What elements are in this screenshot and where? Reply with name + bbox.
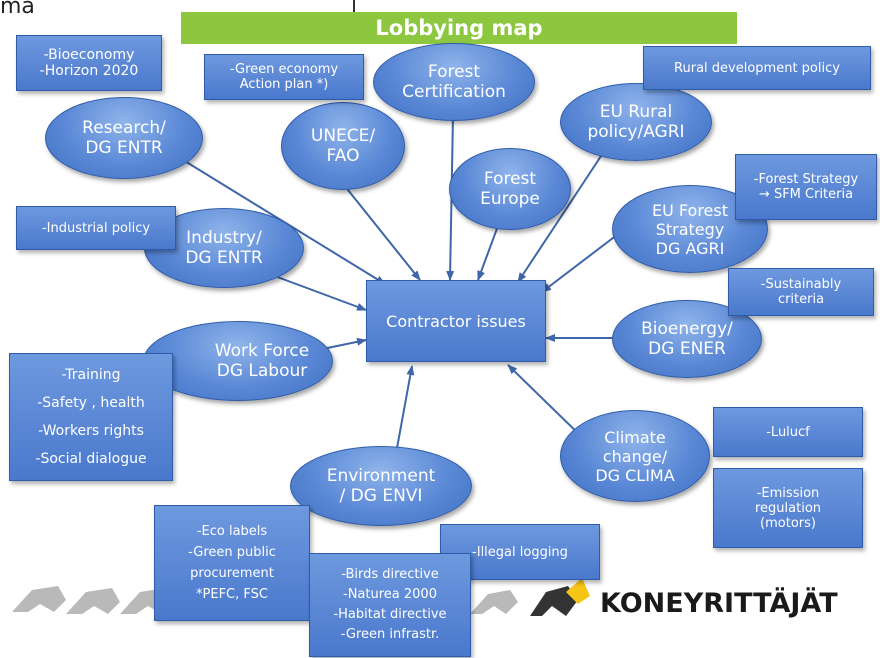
box-line: -Green public bbox=[188, 545, 276, 560]
box-training: -Training -Safety , health -Workers righ… bbox=[9, 353, 173, 481]
brand-name: KONEYRITTÄJÄT bbox=[600, 588, 838, 619]
box-forest-strategy: -Forest Strategy → SFM Criteria bbox=[735, 154, 877, 220]
box-line: criteria bbox=[777, 292, 825, 307]
node-line: Work Force bbox=[214, 341, 310, 361]
node-line: DG ENER bbox=[648, 339, 726, 359]
node-line: DG Labour bbox=[216, 361, 308, 381]
node-line: Strategy bbox=[655, 219, 725, 239]
node-line: Research/ bbox=[82, 118, 166, 138]
box-line: -Green economy bbox=[229, 62, 339, 77]
box-rural-development: Rural development policy bbox=[643, 46, 871, 90]
box-line: -Workers rights bbox=[38, 423, 144, 439]
box-eco-labels: -Eco labels -Green public procurement *P… bbox=[154, 505, 310, 621]
box-line: -Bioeconomy bbox=[43, 47, 135, 63]
node-line: FAO bbox=[326, 146, 360, 166]
box-line: -Eco labels bbox=[196, 524, 268, 539]
box-line: -Forest Strategy bbox=[753, 172, 859, 187]
box-line: -Social dialogue bbox=[35, 451, 147, 467]
node-line: DG ENTR bbox=[185, 248, 263, 268]
cropped-title-fragment: ma bbox=[0, 0, 35, 19]
node-line: / DG ENVI bbox=[339, 486, 423, 506]
node-forest-europe: Forest Europe bbox=[449, 148, 571, 230]
arrow-industry bbox=[271, 274, 367, 311]
box-line: -Training bbox=[61, 367, 121, 383]
node-line: policy/AGRI bbox=[587, 122, 685, 142]
node-line: Environment bbox=[326, 466, 436, 486]
box-lulucf: -Lulucf bbox=[713, 407, 863, 457]
box-line: regulation bbox=[754, 500, 822, 516]
page-title: Lobbying map bbox=[181, 12, 737, 44]
node-line: DG ENTR bbox=[85, 138, 163, 158]
box-line: -Habitat directive bbox=[333, 607, 447, 622]
box-line: -Sustainably bbox=[760, 277, 842, 292]
box-sustainably-criteria: -Sustainably criteria bbox=[728, 268, 874, 316]
node-forest-certification: Forest Certification bbox=[373, 43, 535, 121]
node-line: UNECE/ bbox=[310, 126, 376, 146]
box-line: -Birds directive bbox=[341, 567, 439, 582]
box-green-economy: -Green economy Action plan *) bbox=[204, 54, 364, 100]
logo-dark-shape bbox=[530, 578, 590, 616]
box-emission-regulation: -Emission regulation (motors) bbox=[713, 468, 863, 548]
box-line: *PEFC, FSC bbox=[196, 587, 268, 602]
box-line: Action plan *) bbox=[239, 77, 329, 92]
node-line: change/ bbox=[602, 446, 668, 466]
arrow-eu-rural bbox=[517, 149, 606, 283]
box-line: -Horizon 2020 bbox=[39, 63, 139, 79]
node-eu-rural-policy: EU Rural policy/AGRI bbox=[560, 83, 712, 161]
arrow-unece bbox=[339, 179, 421, 281]
node-unece-fao: UNECE/ FAO bbox=[281, 102, 405, 190]
node-line: Industry/ bbox=[186, 228, 262, 248]
node-climate-change: Climate change/ DG CLIMA bbox=[560, 410, 710, 502]
node-line: Forest bbox=[483, 169, 537, 189]
node-work-force-dg-labour: Work Force DG Labour bbox=[143, 321, 333, 401]
node-line: Climate bbox=[604, 427, 666, 447]
node-line: Forest bbox=[427, 62, 481, 82]
box-industrial-policy: -Industrial policy bbox=[16, 206, 176, 250]
node-research-dg-entr: Research/ DG ENTR bbox=[45, 97, 203, 179]
center-contractor-issues: Contractor issues bbox=[366, 280, 546, 362]
node-environment-dg-envi: Environment / DG ENVI bbox=[290, 446, 472, 526]
node-line: EU Forest bbox=[651, 200, 728, 220]
node-line: DG AGRI bbox=[655, 238, 725, 258]
node-line: Bioenergy/ bbox=[641, 319, 733, 339]
box-line: -Emission bbox=[756, 485, 820, 501]
box-bioeconomy: -Bioeconomy -Horizon 2020 bbox=[16, 35, 162, 91]
node-line: DG CLIMA bbox=[595, 465, 675, 485]
top-divider bbox=[353, 0, 355, 12]
box-line: → SFM Criteria bbox=[758, 187, 854, 202]
box-birds-directive: -Birds directive -Naturea 2000 -Habitat … bbox=[309, 553, 471, 657]
box-line: procurement bbox=[190, 566, 274, 581]
node-line: EU Rural bbox=[599, 102, 673, 122]
arrow-climate bbox=[507, 364, 586, 441]
node-line: Certification bbox=[402, 82, 506, 102]
node-line: Europe bbox=[480, 189, 540, 209]
box-line: -Green infrastr. bbox=[340, 627, 440, 642]
box-line: -Safety , health bbox=[37, 395, 145, 411]
box-line: (motors) bbox=[760, 515, 816, 531]
box-line: -Naturea 2000 bbox=[343, 587, 437, 602]
box-line: -Illegal logging bbox=[472, 544, 568, 560]
